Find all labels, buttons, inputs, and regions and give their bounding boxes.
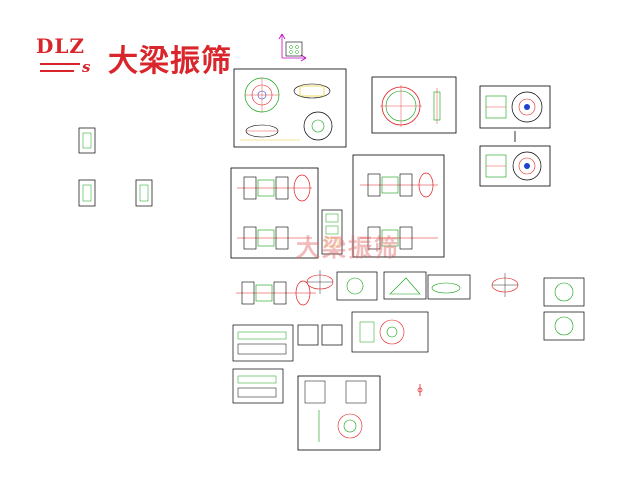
drawing-sheet-6[interactable] (321, 209, 343, 255)
ucs-axis-icon (278, 33, 307, 62)
left-symbol-3[interactable] (135, 179, 153, 207)
drawing-detail-a[interactable] (306, 270, 334, 294)
brand-logo: DLZ s 大梁振筛 (36, 34, 246, 82)
drawing-sheet-11[interactable] (543, 277, 585, 307)
drawing-sheet-13[interactable] (232, 324, 294, 362)
drawing-sheet-4[interactable] (479, 145, 551, 187)
drawing-sheet-1[interactable] (233, 68, 347, 148)
left-symbol-2[interactable] (78, 179, 96, 207)
logo-s-text: s (82, 58, 91, 76)
drawing-sheet-9[interactable] (383, 271, 427, 300)
drawing-sheet-8[interactable] (336, 271, 378, 301)
watermark-text: 大梁振筛 (296, 234, 400, 262)
drawing-sheet-5[interactable] (230, 167, 319, 259)
logo-chinese-text: 大梁振筛 (108, 44, 232, 79)
logo-underline (40, 63, 80, 65)
drawing-sheet-3[interactable] (479, 85, 551, 129)
drawing-sheet-12[interactable] (543, 311, 585, 341)
drawing-detail-b[interactable] (491, 273, 519, 297)
drawing-sheet-15[interactable] (351, 311, 429, 353)
drawing-sheet-16[interactable] (232, 368, 284, 404)
drawing-sheet-7[interactable] (352, 154, 445, 258)
insertion-marker-icon (417, 384, 423, 396)
drawing-assembly-lower[interactable] (236, 280, 316, 306)
left-symbol-1[interactable] (78, 127, 96, 154)
logo-underline-2 (40, 70, 74, 72)
drawing-sheet-2[interactable] (371, 76, 457, 134)
drawing-sheet-17[interactable] (297, 375, 381, 451)
drawing-sheet-10[interactable] (427, 274, 471, 300)
drawing-sheet-14[interactable] (297, 324, 343, 346)
logo-latin-text: DLZ (36, 34, 86, 58)
